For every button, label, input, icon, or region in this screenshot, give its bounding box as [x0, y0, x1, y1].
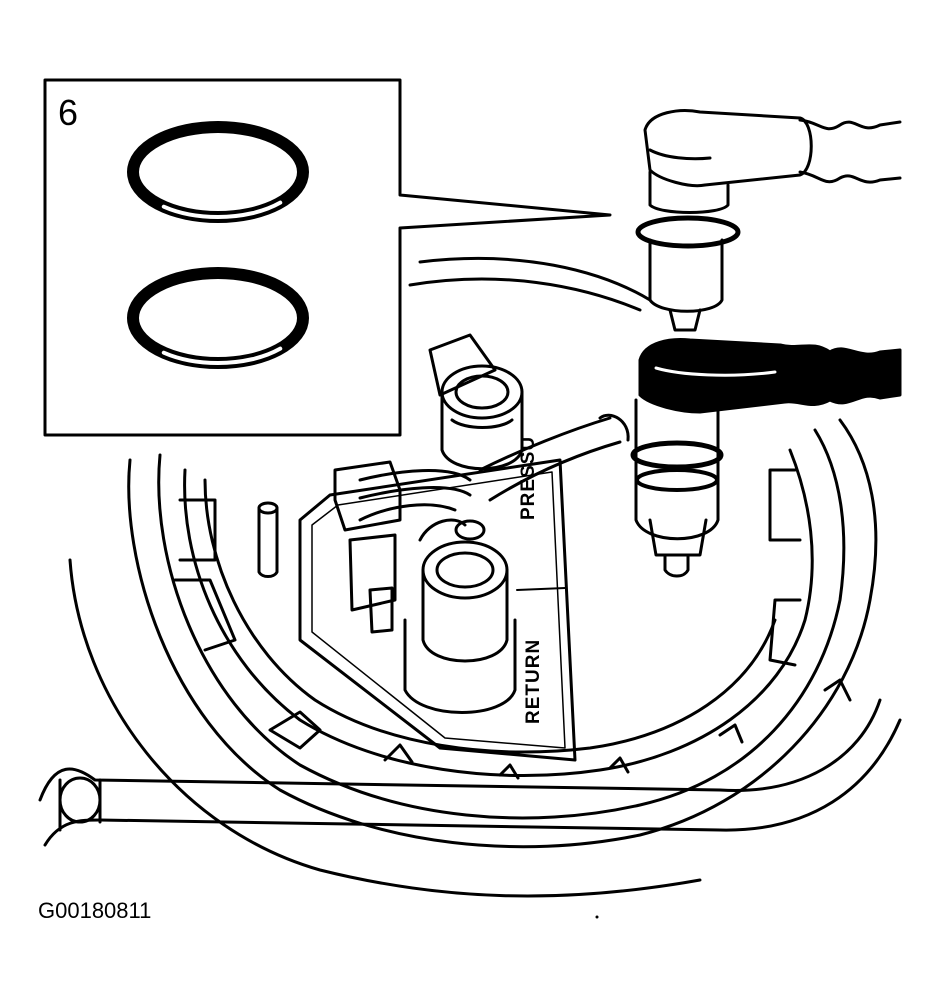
callout-number: 6: [58, 92, 79, 133]
o-ring-top: [127, 121, 309, 223]
pump-housing: [173, 448, 852, 780]
post: [257, 501, 279, 578]
upper-quick-connector: [635, 109, 902, 332]
callout-box: [43, 78, 612, 437]
return-label: RETURN: [523, 638, 544, 724]
tank-flange: [68, 256, 878, 898]
hose: [478, 413, 630, 502]
speck: [595, 915, 599, 919]
lower-quick-connector: [630, 338, 902, 578]
figure-id: G00180811: [38, 898, 152, 923]
o-ring-bottom: [127, 267, 309, 369]
pressure-label: PRESSU: [518, 435, 539, 520]
electrical-connector: [333, 460, 472, 634]
fuel-line: [38, 698, 902, 847]
pressure-port: [428, 333, 524, 471]
return-port: [403, 518, 517, 714]
